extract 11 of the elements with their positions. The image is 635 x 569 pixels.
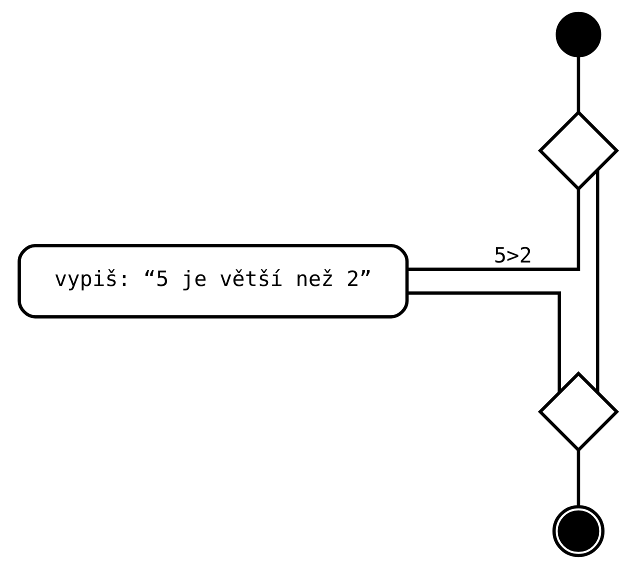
node-diamond <box>537 110 619 192</box>
edge-label: 5>2 <box>493 242 532 268</box>
node-box: vypiš: “5 je větší než 2” <box>17 244 408 318</box>
connector <box>595 170 599 393</box>
connector <box>407 291 560 392</box>
connector <box>576 450 580 507</box>
node-circle <box>555 12 601 58</box>
connector <box>406 190 580 271</box>
node-circle <box>552 505 604 558</box>
connector <box>576 56 580 112</box>
node-diamond <box>537 371 619 452</box>
